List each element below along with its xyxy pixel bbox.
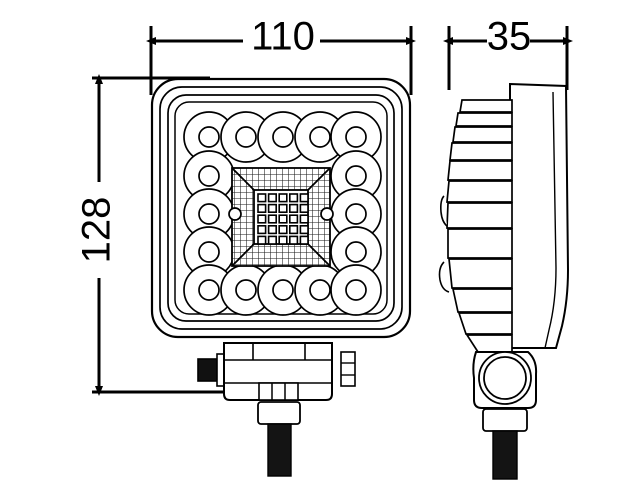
led [330, 111, 382, 163]
reflector-chip-grid [257, 193, 309, 245]
led [330, 226, 382, 278]
side-view [438, 82, 570, 480]
reflector-screw [228, 207, 242, 221]
dimension-height-label: 128 [75, 197, 119, 264]
dimension-depth-label: 35 [487, 15, 532, 59]
pivot-nut [483, 356, 527, 400]
led-array [183, 111, 382, 316]
reflector-assembly [228, 167, 334, 267]
led [183, 226, 235, 278]
led [183, 188, 235, 240]
threaded-stud [492, 430, 518, 480]
side-housing-edge [544, 91, 557, 349]
dimension-width-label: 110 [251, 15, 315, 59]
led [257, 111, 309, 163]
reflector-bevel-lines [232, 168, 330, 266]
led [220, 111, 272, 163]
led [330, 188, 382, 240]
stud-collar [482, 408, 528, 432]
led [330, 264, 382, 316]
cooling-fins [446, 99, 513, 353]
led [294, 264, 346, 316]
mounting-bracket-front [197, 342, 356, 477]
bracket-pivot-bolt-left [197, 358, 219, 382]
led [257, 264, 309, 316]
dimension-width-110: 110 [146, 15, 416, 95]
swivel-bracket-side [472, 351, 538, 480]
dimension-depth-35: 35 [443, 15, 573, 90]
threaded-stud [267, 423, 292, 477]
front-view [150, 77, 412, 477]
bracket-pivot-bolt-right [340, 351, 356, 387]
side-tab-lower [438, 261, 450, 293]
stud-collar [257, 401, 301, 425]
side-housing-body [509, 82, 570, 349]
led [183, 150, 235, 202]
reflector-screw [320, 207, 334, 221]
side-tab-upper [440, 195, 448, 227]
led [294, 111, 346, 163]
